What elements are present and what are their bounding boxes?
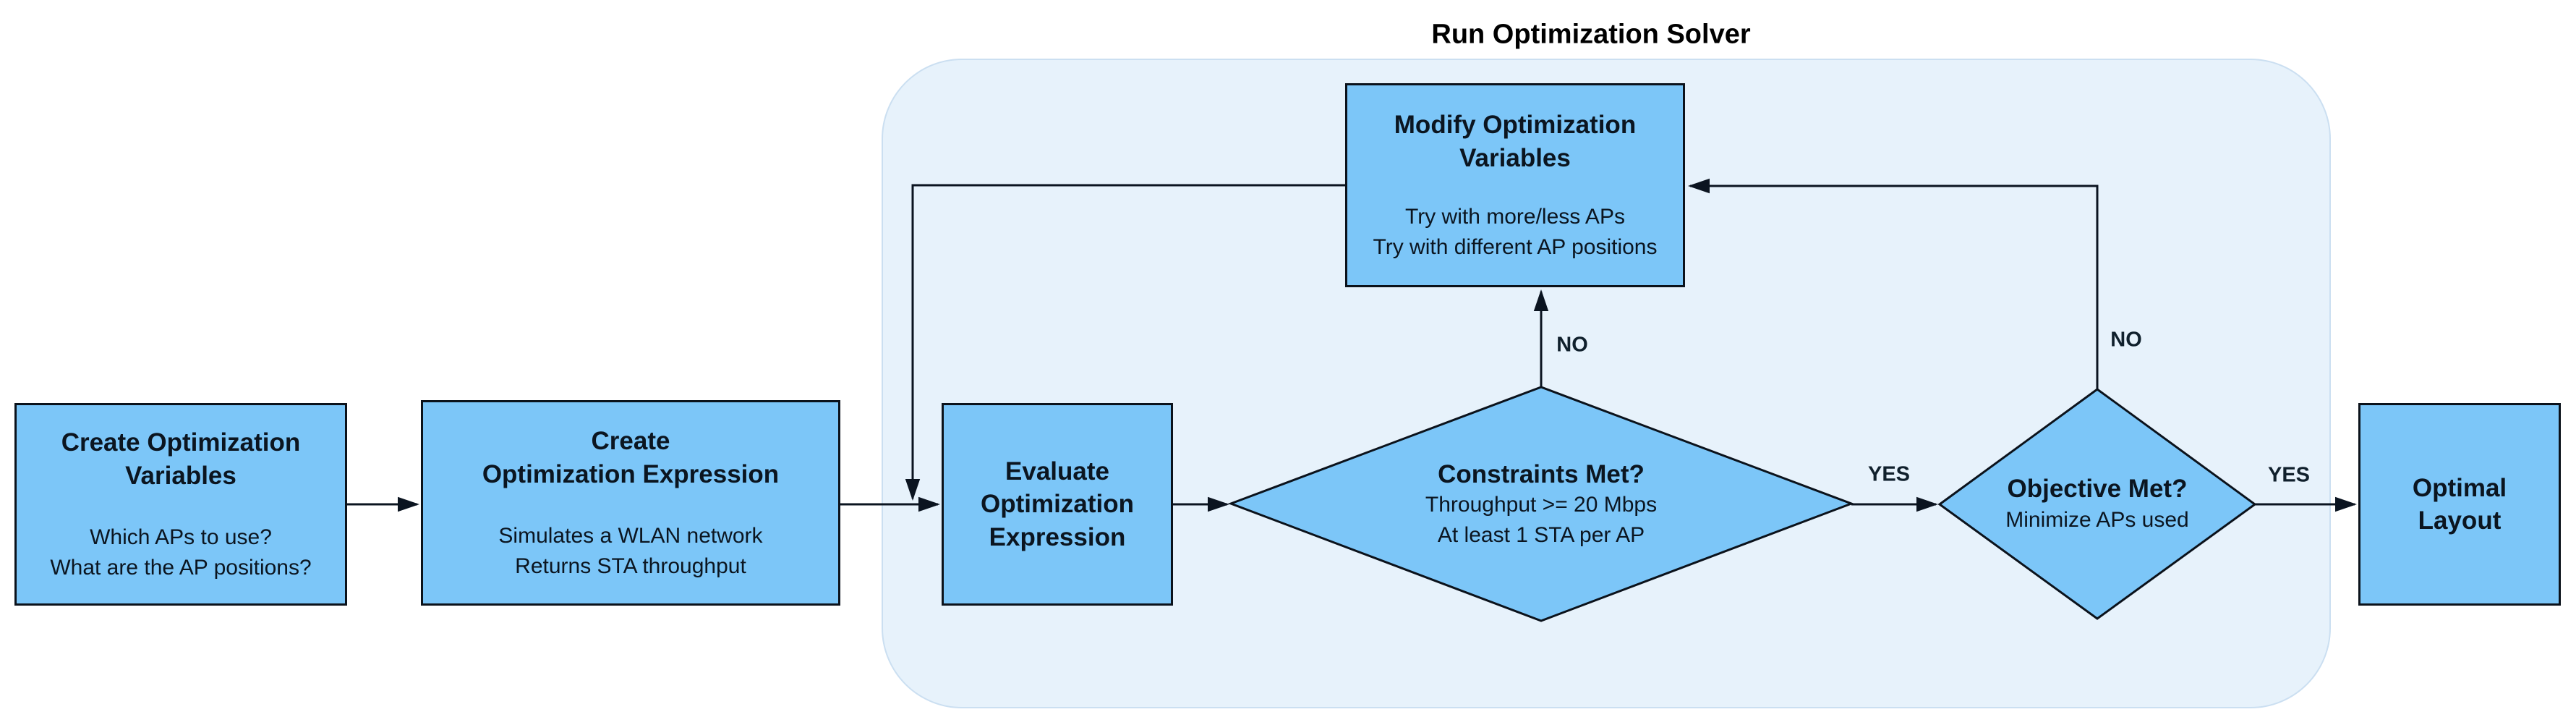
title-line: Evaluate xyxy=(1005,457,1109,486)
body-line: What are the AP positions? xyxy=(50,555,312,580)
title-line: Optimization Expression xyxy=(482,459,780,488)
title-line: Expression xyxy=(989,522,1126,551)
body-line: Try with different AP positions xyxy=(1373,234,1658,259)
node-body: Simulates a WLAN network Returns STA thr… xyxy=(498,521,762,581)
objective-met-diamond xyxy=(1937,388,2257,620)
node-modify-optimization-variables: Modify Optimization Variables Try with m… xyxy=(1345,83,1685,287)
node-evaluate-optimization-expression: Evaluate Optimization Expression xyxy=(942,403,1173,606)
constraints-no-label: NO xyxy=(1556,333,1588,357)
node-title: Create Optimization Expression xyxy=(482,425,779,491)
title-line: Layout xyxy=(2418,506,2502,535)
title-line: Create Optimization xyxy=(61,428,301,457)
body-line: Returns STA throughput xyxy=(515,554,746,578)
body-line: Try with more/less APs xyxy=(1405,205,1625,229)
constraints-met-diamond xyxy=(1227,386,1855,622)
title-line: Optimization xyxy=(981,490,1134,519)
body-line: Simulates a WLAN network xyxy=(498,524,763,548)
title-line: Variables xyxy=(1459,143,1571,172)
edge-objective-no-to-modify xyxy=(1688,178,2099,389)
node-create-optimization-variables: Create Optimization Variables Which APs … xyxy=(14,403,347,606)
node-title: Optimal Layout xyxy=(2413,472,2507,538)
objective-yes-label: YES xyxy=(2267,463,2311,487)
title-line: Optimal xyxy=(2412,473,2507,502)
body-line: Which APs to use? xyxy=(90,525,272,550)
solver-group-container xyxy=(882,59,2331,708)
constraints-yes-label: YES xyxy=(1867,462,1911,486)
node-title: Modify Optimization Variables xyxy=(1394,109,1636,174)
node-body: Which APs to use? What are the AP positi… xyxy=(50,522,311,582)
node-title: Evaluate Optimization Expression xyxy=(981,455,1134,554)
title-line: Variables xyxy=(125,461,236,490)
solver-group-title: Run Optimization Solver xyxy=(1431,19,1751,50)
node-optimal-layout: Optimal Layout xyxy=(2358,403,2561,606)
node-create-optimization-expression: Create Optimization Expression Simulates… xyxy=(421,400,840,606)
node-title: Create Optimization Variables xyxy=(61,426,301,492)
edge-modify-to-evaluate-feedback xyxy=(905,184,1345,501)
title-line: Modify Optimization xyxy=(1394,111,1637,140)
objective-no-label: NO xyxy=(2110,328,2142,352)
title-line: Create xyxy=(591,427,670,456)
node-body: Try with more/less APs Try with differen… xyxy=(1373,202,1658,262)
